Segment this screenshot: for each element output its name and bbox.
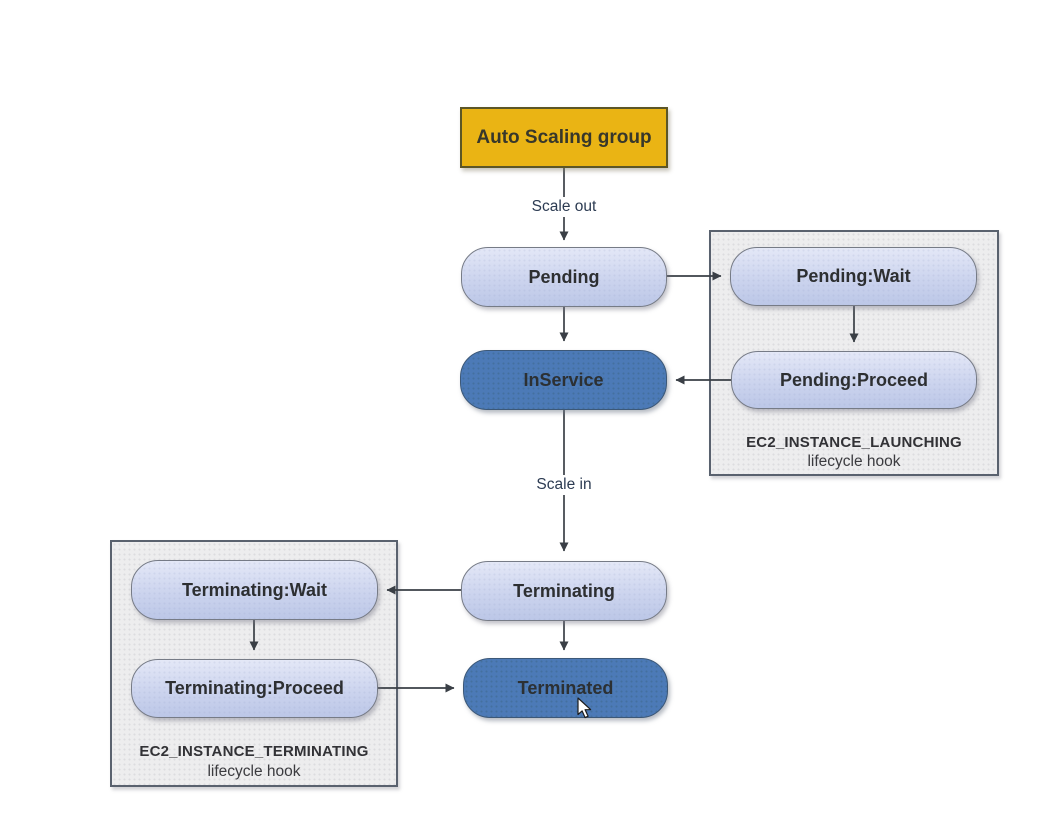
node-terminating-proceed: Terminating:Proceed: [131, 659, 378, 718]
node-pending-label: Pending: [528, 266, 600, 287]
node-terminating-wait-label: Terminating:Wait: [182, 579, 327, 600]
node-pending-wait-label: Pending:Wait: [796, 266, 911, 286]
node-terminating-label: Terminating: [513, 580, 615, 601]
edge-label-scale-in: Scale in: [532, 475, 596, 495]
hook-name-terminating: EC2_INSTANCE_TERMINATING: [139, 743, 369, 760]
node-inservice: InService: [460, 350, 667, 410]
node-auto-scaling-group-label: Auto Scaling group: [476, 126, 652, 148]
node-inservice-label: InService: [523, 369, 604, 390]
node-terminating: Terminating: [461, 561, 667, 621]
node-auto-scaling-group: Auto Scaling group: [460, 107, 668, 168]
node-terminating-proceed-label: Terminating:Proceed: [165, 678, 344, 698]
node-terminated: Terminated: [463, 658, 668, 718]
node-pending-proceed-label: Pending:Proceed: [779, 369, 929, 390]
node-pending: Pending: [461, 247, 667, 307]
node-pending-proceed: Pending:Proceed: [731, 351, 977, 409]
edge-label-scale-out: Scale out: [527, 197, 601, 217]
hook-caption-terminating: lifecycle hook: [207, 763, 301, 780]
node-terminated-label: Terminated: [517, 677, 614, 698]
hook-caption-launching: lifecycle hook: [807, 453, 901, 470]
hook-name-launching: EC2_INSTANCE_LAUNCHING: [746, 434, 962, 451]
node-pending-wait: Pending:Wait: [730, 247, 977, 306]
node-terminating-wait: Terminating:Wait: [131, 560, 378, 620]
